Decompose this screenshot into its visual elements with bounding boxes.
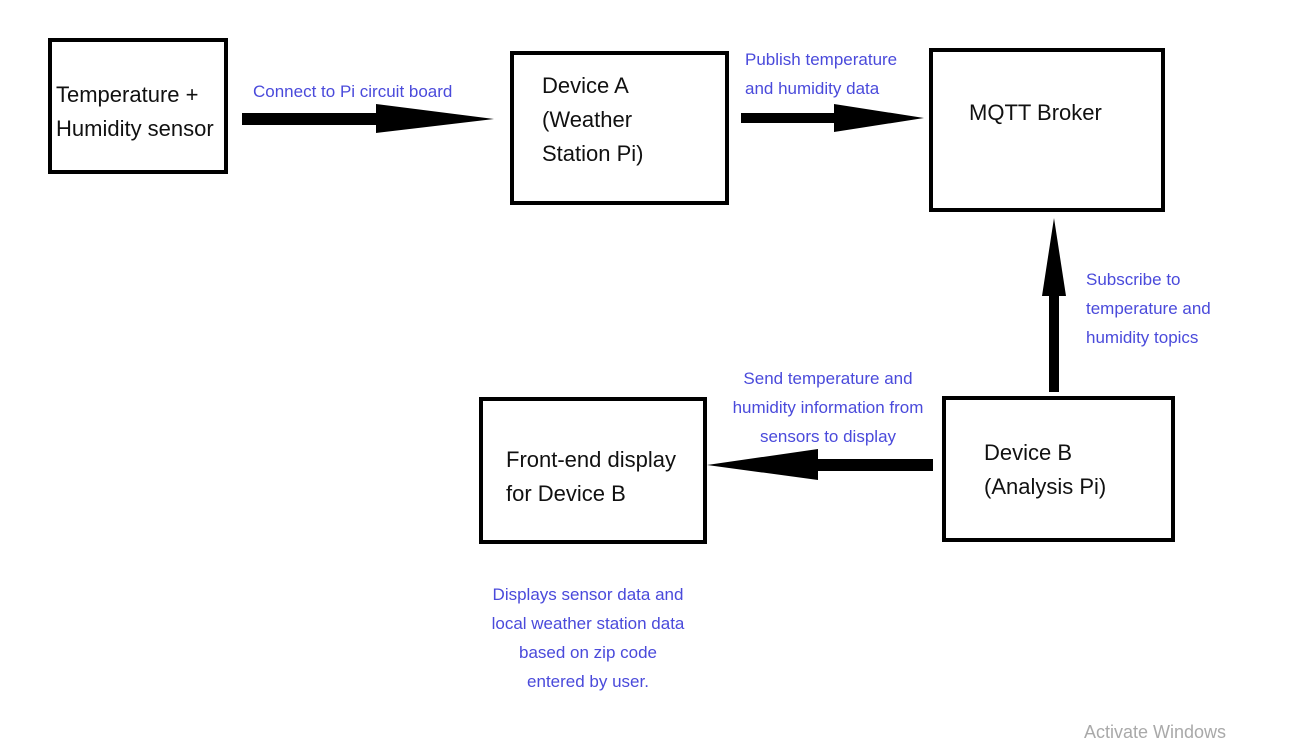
send-note-line-1: Send temperature and [743,369,913,388]
connect-note-line-1: Connect to Pi circuit board [253,82,453,101]
frontend-display-box: Front-end display for Device B [479,397,707,544]
displays-note-line-4: entered by user. [527,672,649,691]
send-note-line-3: sensors to display [759,427,897,446]
arrow-device-b-to-frontend [707,449,933,480]
displays-note-line-2: local weather station data [491,614,685,633]
sensor-box: Temperature + Humidity sensor [48,38,228,174]
mqtt-broker-label: MQTT Broker [969,100,1102,125]
device-a-label-line-2: (Weather [542,107,633,132]
frontend-label-line-1: Front-end display [506,447,676,472]
displays-note: Displays sensor data and local weather s… [468,580,708,696]
publish-note: Publish temperature and humidity data [745,45,897,103]
device-b-label-line-1: Device B [984,440,1073,465]
sensor-label-line-1: Temperature + [56,82,199,107]
subscribe-note-line-1: Subscribe to [1086,270,1181,289]
publish-note-line-2: and humidity data [745,79,880,98]
subscribe-note-line-3: humidity topics [1086,328,1199,347]
mqtt-broker-box: MQTT Broker [929,48,1165,212]
arrow-device-a-to-broker [741,104,924,132]
arrow-sensor-to-device-a [242,104,494,133]
send-note: Send temperature and humidity informatio… [708,364,948,451]
device-a-box: Device A (Weather Station Pi) [510,51,729,205]
connect-note: Connect to Pi circuit board [253,77,452,106]
publish-note-line-1: Publish temperature [745,50,898,69]
device-b-label-line-2: (Analysis Pi) [984,474,1107,499]
activate-windows-watermark: Activate Windows [1084,722,1227,742]
frontend-label-line-2: for Device B [506,481,626,506]
sensor-label-line-2: Humidity sensor [56,116,214,141]
arrow-device-b-to-broker [1042,218,1066,392]
subscribe-note: Subscribe to temperature and humidity to… [1086,265,1211,352]
device-b-box: Device B (Analysis Pi) [942,396,1175,542]
subscribe-note-line-2: temperature and [1086,299,1211,318]
device-a-label-line-3: Station Pi) [542,141,644,166]
displays-note-line-3: based on zip code [519,643,657,662]
displays-note-line-1: Displays sensor data and [492,585,684,604]
device-a-label-line-1: Device A [542,73,629,98]
send-note-line-2: humidity information from [732,398,924,417]
